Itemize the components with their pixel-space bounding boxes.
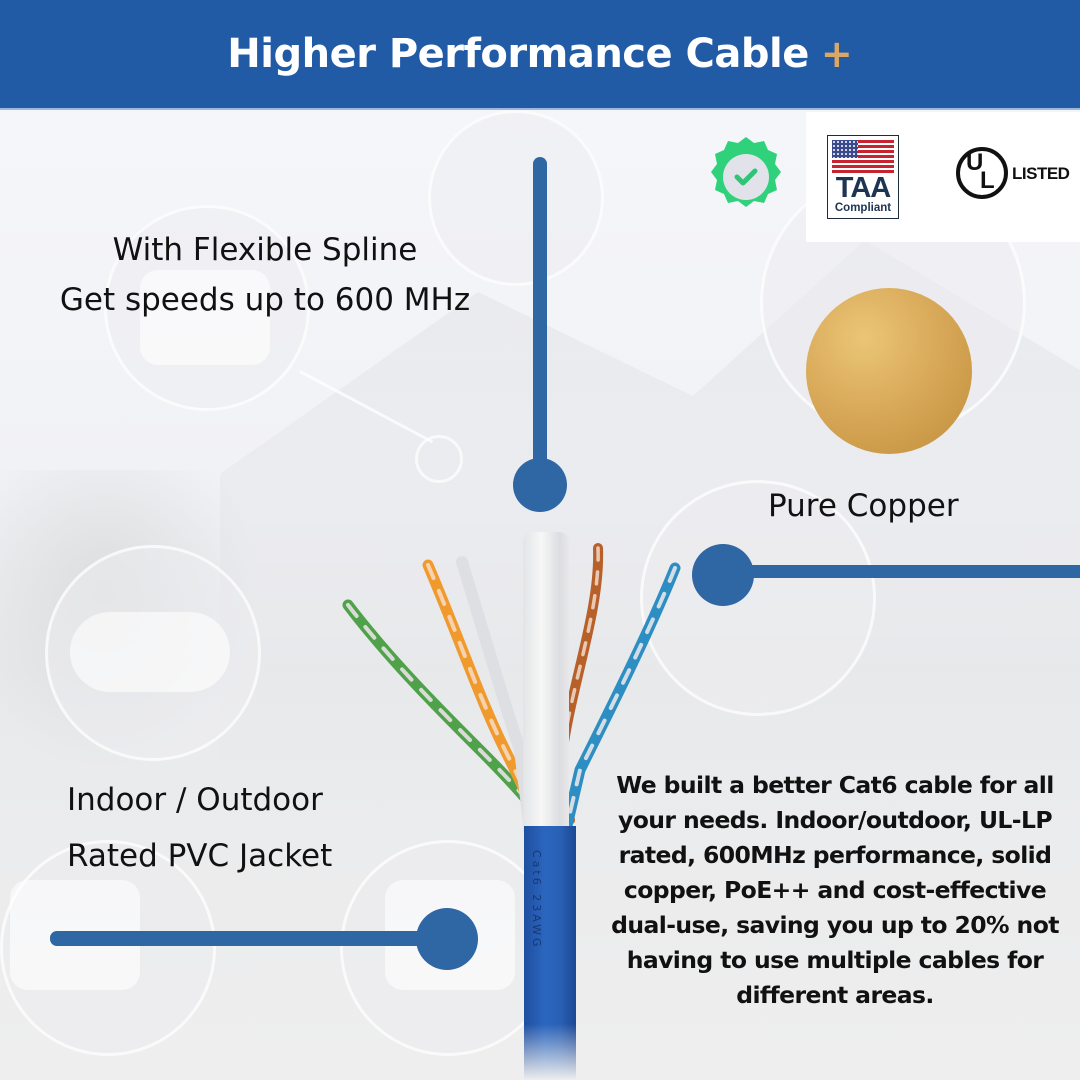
header-banner: Higher Performance Cable +: [0, 0, 1080, 110]
jacket-callout-line1: Indoor / Outdoor: [67, 782, 323, 818]
ul-listed-text: LISTED: [1012, 164, 1070, 183]
bg-device-circle: [640, 480, 876, 716]
cable-spline: [523, 532, 569, 832]
taa-compliant-badge: TAA Compliant: [827, 135, 899, 219]
jacket-callout-label: Indoor / Outdoor Rated PVC Jacket: [67, 775, 332, 881]
ul-mark-l: L: [980, 167, 995, 194]
plus-icon: +: [820, 32, 853, 76]
us-flag-icon: [832, 140, 894, 174]
jacket-callout-dot: [416, 908, 478, 970]
spline-callout-line: [533, 157, 547, 477]
spline-callout-dot: [513, 458, 567, 512]
ul-mark-u: U: [966, 149, 984, 176]
spline-callout-line2: Get speeds up to 600 MHz: [59, 282, 471, 318]
bg-node: [415, 435, 463, 483]
copper-callout-label: Pure Copper: [768, 488, 959, 524]
jacket-print-text: Cat6 23AWG: [530, 850, 543, 950]
jacket-callout-line: [50, 931, 450, 946]
taa-title: TAA: [835, 172, 891, 204]
bg-device-circle: [428, 110, 604, 286]
ul-ring-icon: [956, 147, 1008, 199]
ul-listed-badge: U L LISTED: [956, 147, 1070, 203]
taa-subtitle: Compliant: [834, 202, 892, 214]
cable-jacket: [524, 826, 576, 1080]
spline-callout-label: With Flexible Spline Get speeds up to 60…: [20, 225, 510, 325]
jacket-callout-line2: Rated PVC Jacket: [67, 838, 333, 874]
bg-device-camera: [70, 612, 230, 692]
copper-callout-dot: [692, 544, 754, 606]
certified-check-badge-icon: [711, 137, 781, 207]
copper-callout-line: [740, 565, 1080, 578]
product-description: We built a better Cat6 cable for all you…: [611, 771, 1059, 1009]
copper-swatch: [806, 288, 972, 454]
bg-device-circle: [104, 205, 310, 411]
bg-device-router: [140, 270, 270, 365]
page-title: Higher Performance Cable: [227, 31, 809, 77]
spline-callout-line1: With Flexible Spline: [112, 232, 418, 268]
